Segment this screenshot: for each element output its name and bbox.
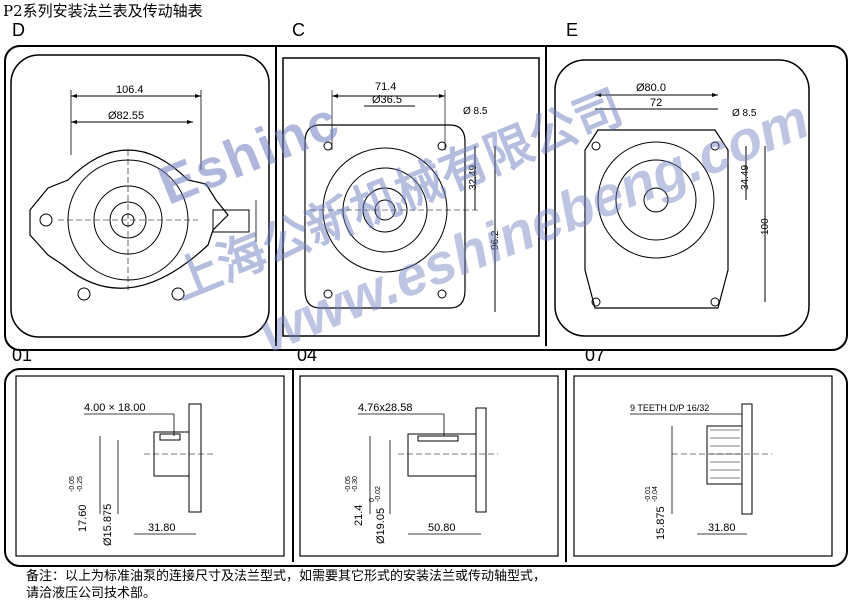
- shaft-upper: 0: [369, 498, 376, 502]
- panel-e-label: E: [566, 20, 579, 40]
- page-title: P2系列安装法兰表及传动轴表: [3, 2, 203, 20]
- spline-spec: 9 TEETH D/P 16/32: [630, 403, 709, 413]
- footnote-line-2: 请洽液压公司技术部。: [26, 586, 157, 601]
- dim-height: 96.2: [490, 230, 501, 250]
- panel-c-label: C: [292, 20, 305, 40]
- dia: 15.875: [655, 506, 667, 540]
- shaft-lower: -0.02: [375, 486, 382, 502]
- dia-tol: 21.4: [353, 505, 365, 526]
- flange-e-drawing: Ø80.0 72 Ø 8.5 34.49 100: [554, 59, 810, 337]
- divider: [275, 46, 277, 346]
- flange-c-drawing: 71.4 Ø36.5 Ø 8.5 32.49 96.2: [282, 57, 540, 337]
- key-dim: 4.76x28.58: [358, 402, 412, 414]
- tol-lower: -0.30: [352, 476, 359, 492]
- flange-d-drawing: 106.4 Ø82.55: [10, 54, 270, 338]
- tol-lower: -0.25: [77, 476, 84, 492]
- tol-upper: -0.05: [345, 476, 352, 492]
- shaft-dia: Ø19.05: [375, 508, 387, 544]
- tol-lower: -0.04: [652, 486, 659, 502]
- dia-tol: 17.60: [77, 504, 89, 532]
- length: 50.80: [428, 522, 456, 534]
- dim-height: 100: [760, 218, 771, 235]
- dim-width: 106.4: [116, 84, 144, 96]
- dim-hole: Ø 8.5: [732, 108, 757, 119]
- shaft-01-drawing: 4.00 × 18.00 17.60 -0.05 -0.25 Ø15.875 3…: [15, 375, 285, 557]
- dim-width: Ø80.0: [636, 82, 666, 94]
- shaft-dia: Ø15.875: [102, 504, 114, 546]
- panel-d-label: D: [12, 20, 25, 40]
- dim-half: 32.49: [468, 165, 479, 190]
- dim-half: 34.49: [740, 165, 751, 190]
- shaft-04-drawing: 4.76x28.58 21.4 -0.05 -0.30 Ø19.05 0 -0.…: [299, 375, 559, 557]
- key-dim: 4.00 × 18.00: [84, 402, 145, 414]
- dim-bore: Ø82.55: [108, 110, 144, 122]
- length: 31.80: [708, 522, 736, 534]
- divider: [292, 369, 294, 562]
- dim-width: 71.4: [375, 81, 396, 93]
- shaft-07-drawing: 9 TEETH D/P 16/32 15.875 -0.01 -0.04 31.…: [573, 375, 833, 557]
- dim-bore: Ø36.5: [372, 94, 402, 106]
- footnote: 备注：以上为标准油泵的连接尺寸及法兰型式，如需要其它形式的安装法兰或传动轴型式，…: [26, 568, 546, 602]
- length: 31.80: [148, 522, 176, 534]
- divider: [545, 46, 547, 346]
- dim-hole: Ø 8.5: [463, 106, 488, 117]
- footnote-line-1: 备注：以上为标准油泵的连接尺寸及法兰型式，如需要其它形式的安装法兰或传动轴型式，: [26, 569, 547, 584]
- tol-upper: -0.01: [645, 486, 652, 502]
- divider: [565, 369, 567, 562]
- dim-spacing: 72: [650, 97, 662, 109]
- tol-upper: -0.05: [69, 476, 76, 492]
